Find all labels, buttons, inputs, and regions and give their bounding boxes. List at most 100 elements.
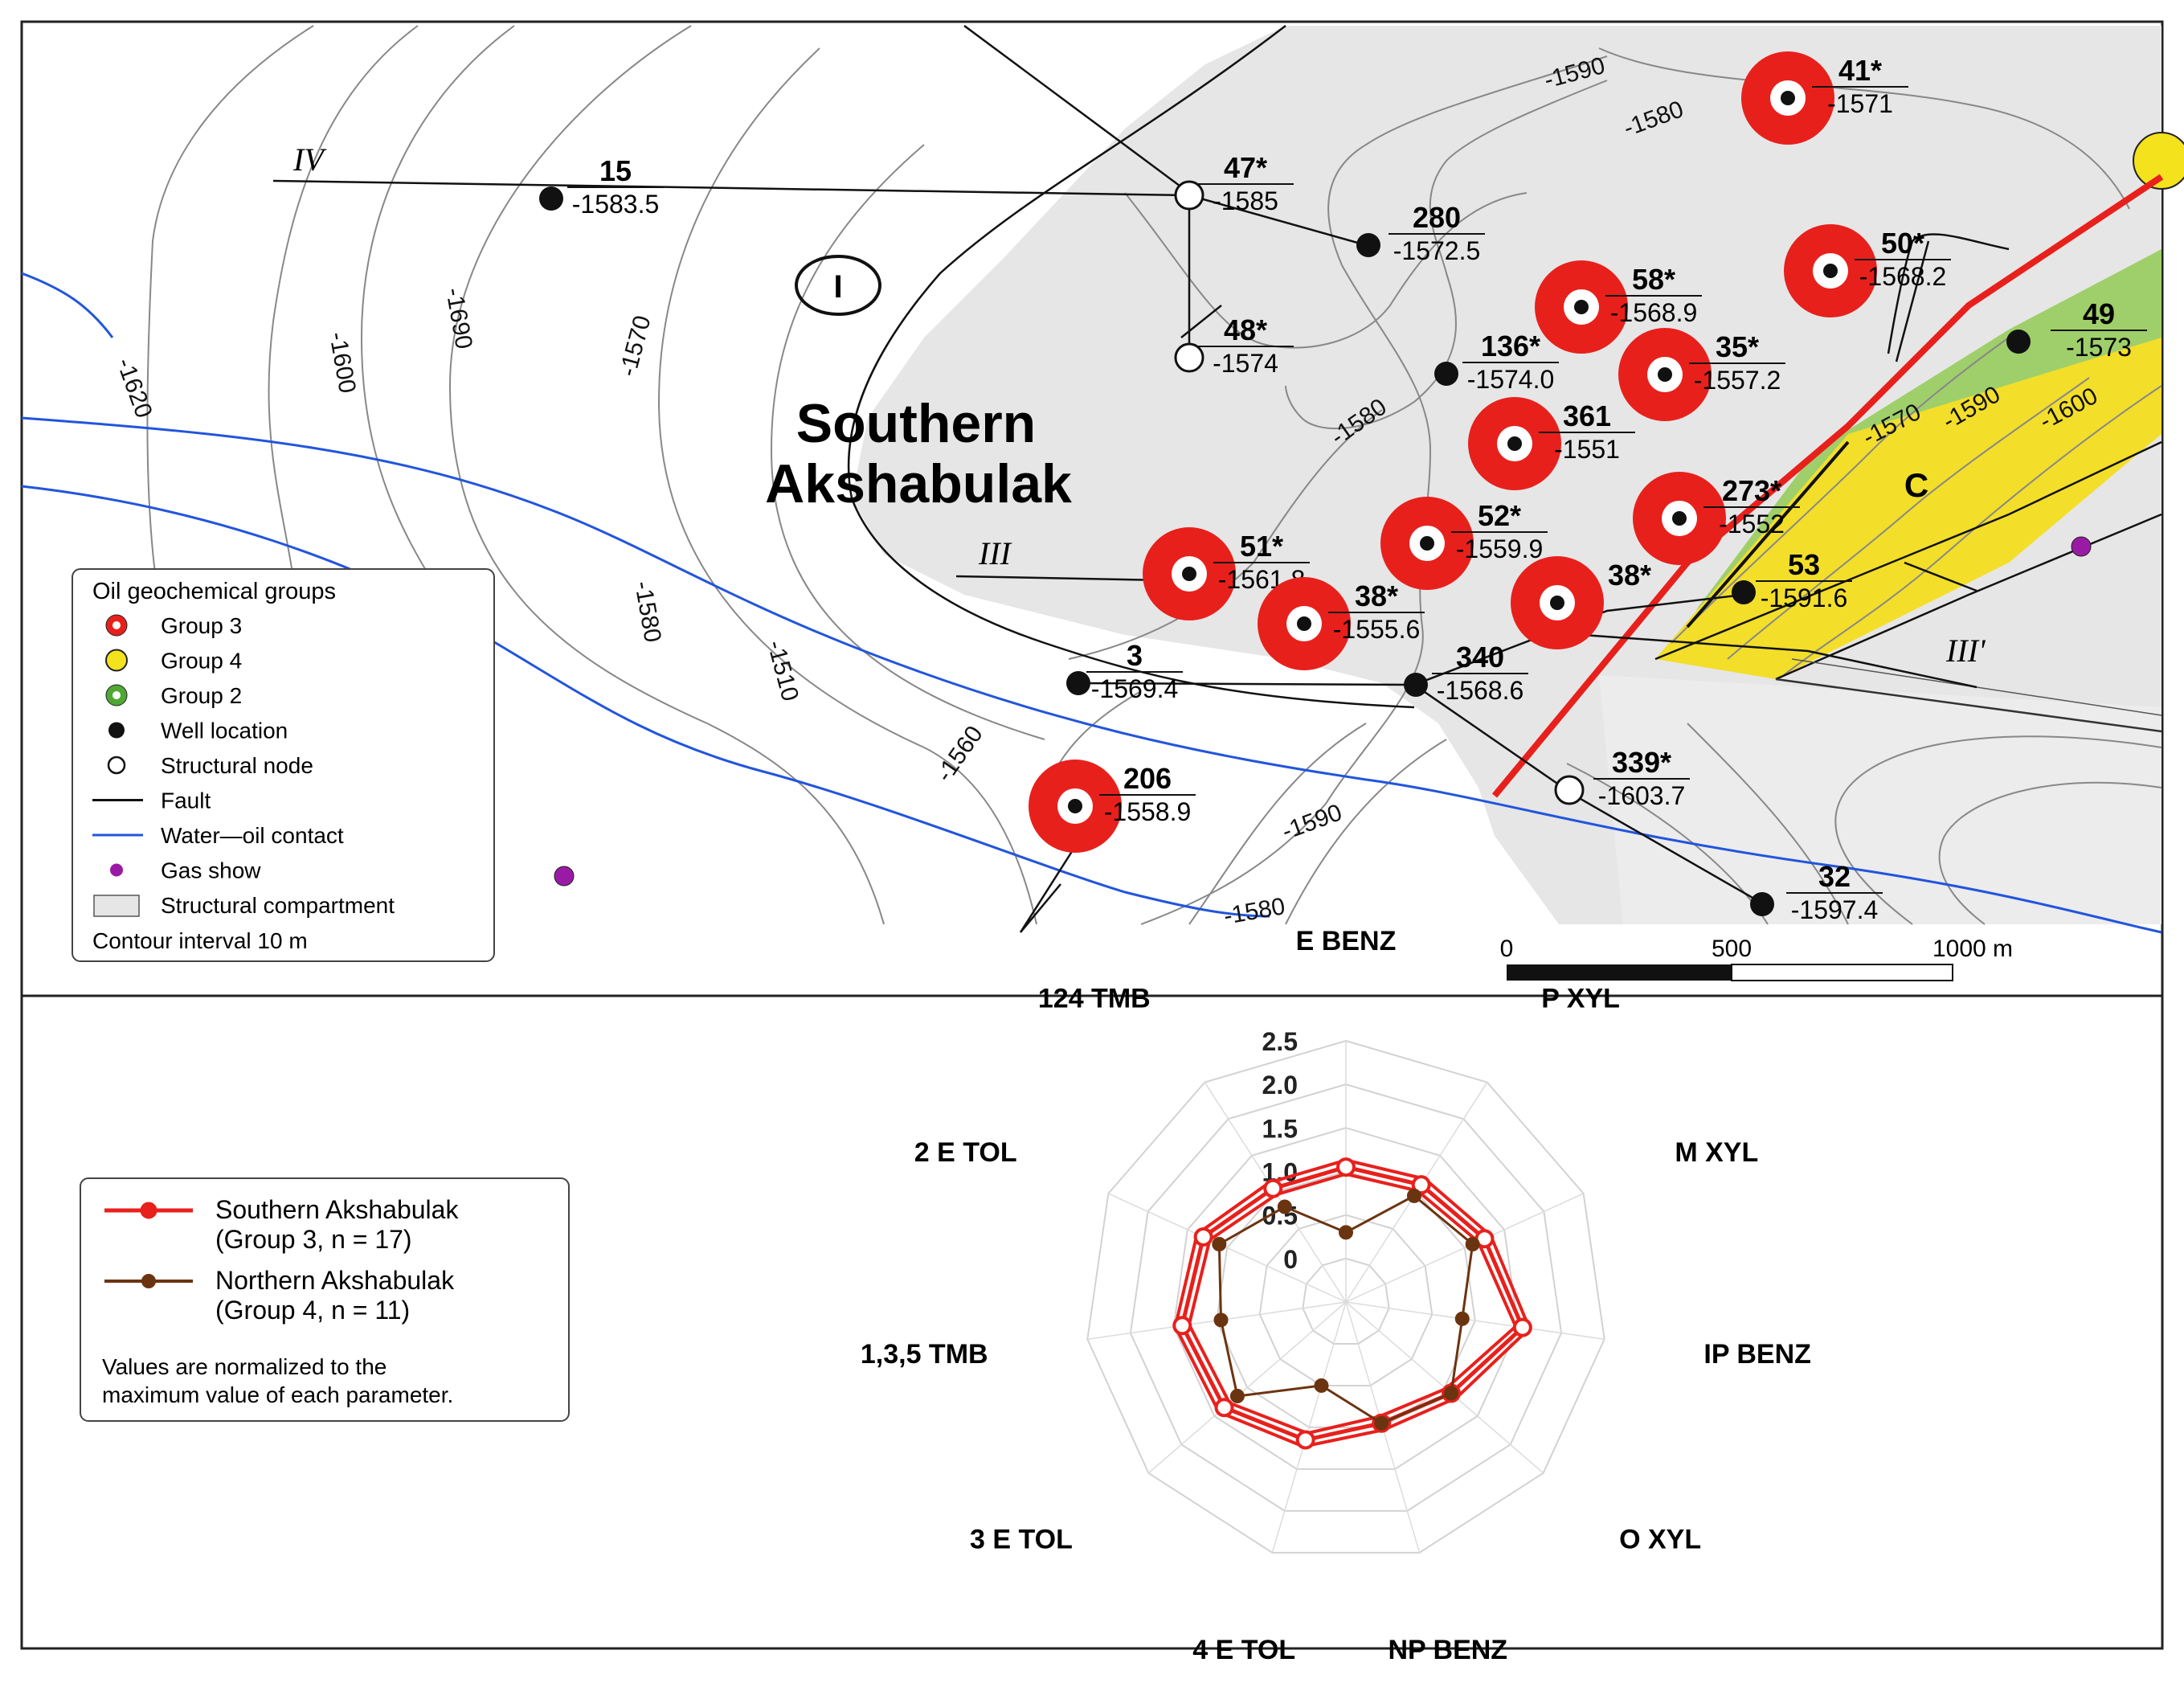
well-marker: 41*-1571 bbox=[1741, 51, 1908, 145]
radar-point bbox=[1212, 1236, 1227, 1251]
well-id: 53 bbox=[1788, 548, 1820, 581]
radar-point bbox=[1454, 1311, 1470, 1326]
legend-label: Group 2 bbox=[161, 683, 242, 708]
well-id: 280 bbox=[1413, 201, 1461, 234]
well-id: 41* bbox=[1838, 54, 1882, 87]
radar-axis-label: 2 E TOL bbox=[914, 1137, 1017, 1168]
well-marker: 53-1591.6 bbox=[1732, 548, 1852, 612]
radar-axis-label: O XYL bbox=[1619, 1525, 1701, 1555]
profile-label-iii-prime: III' bbox=[1945, 633, 1986, 669]
radar-legend-note-line1: Values are normalized to the bbox=[102, 1354, 386, 1379]
structural-node bbox=[1174, 180, 1204, 211]
contour-lines bbox=[146, 25, 2162, 925]
group4-partial-marker bbox=[2133, 132, 2184, 190]
radar-series-band bbox=[1187, 1172, 1518, 1435]
legend-symbol-inner bbox=[112, 691, 121, 699]
well-marker: 15-1583.5 bbox=[539, 154, 664, 219]
well-marker: 58*-1568.9 bbox=[1535, 260, 1702, 354]
legend-series-southern-sub: (Group 3, n = 17) bbox=[215, 1225, 412, 1254]
radar-point bbox=[1193, 1226, 1213, 1247]
radar-axis-label: E BENZ bbox=[1296, 926, 1397, 956]
legend-series-southern: Southern Akshabulak bbox=[215, 1195, 459, 1224]
radar-point bbox=[1443, 1386, 1458, 1401]
legend-label: Structural node bbox=[161, 753, 313, 778]
legend-item: Structural node bbox=[107, 753, 313, 778]
well-marker: 206-1558.9 bbox=[1029, 760, 1196, 853]
well-id: 32 bbox=[1818, 860, 1851, 893]
scale-bar-black bbox=[1507, 964, 1732, 981]
well-id: 52* bbox=[1478, 499, 1521, 532]
radar-axis-label: P XYL bbox=[1541, 983, 1620, 1013]
radar-point bbox=[1172, 1316, 1192, 1336]
well-id: 273* bbox=[1722, 474, 1781, 507]
well-marker: 49-1573 bbox=[2006, 297, 2147, 362]
well-id: 361 bbox=[1563, 399, 1611, 432]
well-marker: 3-1569.4 bbox=[1066, 639, 1183, 703]
well-depth: -1551 bbox=[1554, 435, 1620, 464]
legend-marker-northern bbox=[141, 1274, 156, 1288]
well-marker: 48*-1574 bbox=[1174, 313, 1294, 378]
legend-symbol bbox=[93, 895, 140, 917]
gas-show-marker bbox=[2071, 536, 2092, 557]
radar-grid-ring bbox=[1216, 1170, 1476, 1428]
scale-label-0: 0 bbox=[1500, 936, 1514, 962]
block-label: I bbox=[833, 269, 842, 305]
legend-symbol bbox=[107, 756, 126, 775]
block-label-circle bbox=[795, 255, 881, 316]
radar-legend-box bbox=[80, 1177, 570, 1422]
radar-point bbox=[1277, 1199, 1292, 1214]
well-id: 38* bbox=[1355, 579, 1398, 612]
well-depth: -1597.4 bbox=[1791, 895, 1879, 924]
radar-spoke bbox=[1345, 1301, 1605, 1340]
radar-grid-ring bbox=[1258, 1214, 1434, 1386]
legend-label: Group 4 bbox=[161, 649, 242, 674]
legend-item: Group 3 bbox=[105, 613, 242, 638]
scale-label-500: 500 bbox=[1712, 936, 1752, 962]
legend-title: Oil geochemical groups bbox=[92, 579, 336, 604]
radar-point bbox=[1465, 1236, 1480, 1251]
well-id: 206 bbox=[1123, 762, 1172, 795]
well-depth: -1552 bbox=[1719, 510, 1785, 538]
well-dot bbox=[1420, 536, 1434, 551]
legend-label: Gas show bbox=[161, 858, 261, 883]
radar-legend-note-line2: maximum value of each parameter. bbox=[102, 1382, 453, 1407]
well-marker: 32-1597.4 bbox=[1750, 860, 1883, 924]
map-title-line1: Southern bbox=[796, 393, 1036, 454]
well-depth: -1559.9 bbox=[1456, 534, 1544, 563]
well-marker: 339*-1603.7 bbox=[1554, 746, 1690, 810]
legend-series-northern: Northern Akshabulak bbox=[215, 1266, 455, 1295]
well-dot bbox=[1356, 233, 1380, 257]
radar-axis-label: 4 E TOL bbox=[1192, 1635, 1295, 1665]
well-depth: -1572.5 bbox=[1393, 236, 1481, 265]
radar-point bbox=[1295, 1430, 1315, 1450]
legend-note: Contour interval 10 m bbox=[92, 928, 308, 953]
yellow-zone bbox=[1655, 338, 2162, 679]
radar-grid-ring bbox=[1086, 1039, 1605, 1554]
legend-items: Group 3 Group 4 Group 2 Well locationStruct… bbox=[92, 613, 395, 918]
well-id: 50* bbox=[1881, 227, 1924, 260]
well-id: 51* bbox=[1240, 530, 1283, 563]
map-panel: -1620 -1600 -1690 -1570 -1580 -1510 -156… bbox=[20, 20, 2184, 997]
well-depth: -1574.0 bbox=[1467, 365, 1555, 394]
well-dot bbox=[1507, 436, 1522, 451]
well-dot bbox=[1434, 362, 1458, 386]
radar-spoke bbox=[1271, 1301, 1347, 1554]
structural-node bbox=[1554, 775, 1585, 805]
legend-symbol bbox=[108, 722, 125, 739]
radar-point bbox=[1263, 1178, 1283, 1198]
profile-label-iv: IV bbox=[292, 141, 327, 178]
well-id: 340 bbox=[1456, 641, 1504, 674]
radar-ring-label: 2.0 bbox=[1262, 1071, 1298, 1099]
radar-point bbox=[1374, 1415, 1389, 1431]
well-dot bbox=[1750, 892, 1774, 916]
legend-item: Well location bbox=[108, 719, 288, 743]
well-depth: -1558.9 bbox=[1104, 797, 1192, 826]
radar-series-0 bbox=[1172, 1157, 1532, 1450]
legend-item: Water—oil contact bbox=[92, 823, 344, 848]
well-dot bbox=[1066, 671, 1090, 695]
water-oil-contacts bbox=[21, 272, 2162, 934]
legend-item: Group 4 bbox=[105, 649, 242, 674]
well-depth: -1557.2 bbox=[1694, 366, 1781, 395]
